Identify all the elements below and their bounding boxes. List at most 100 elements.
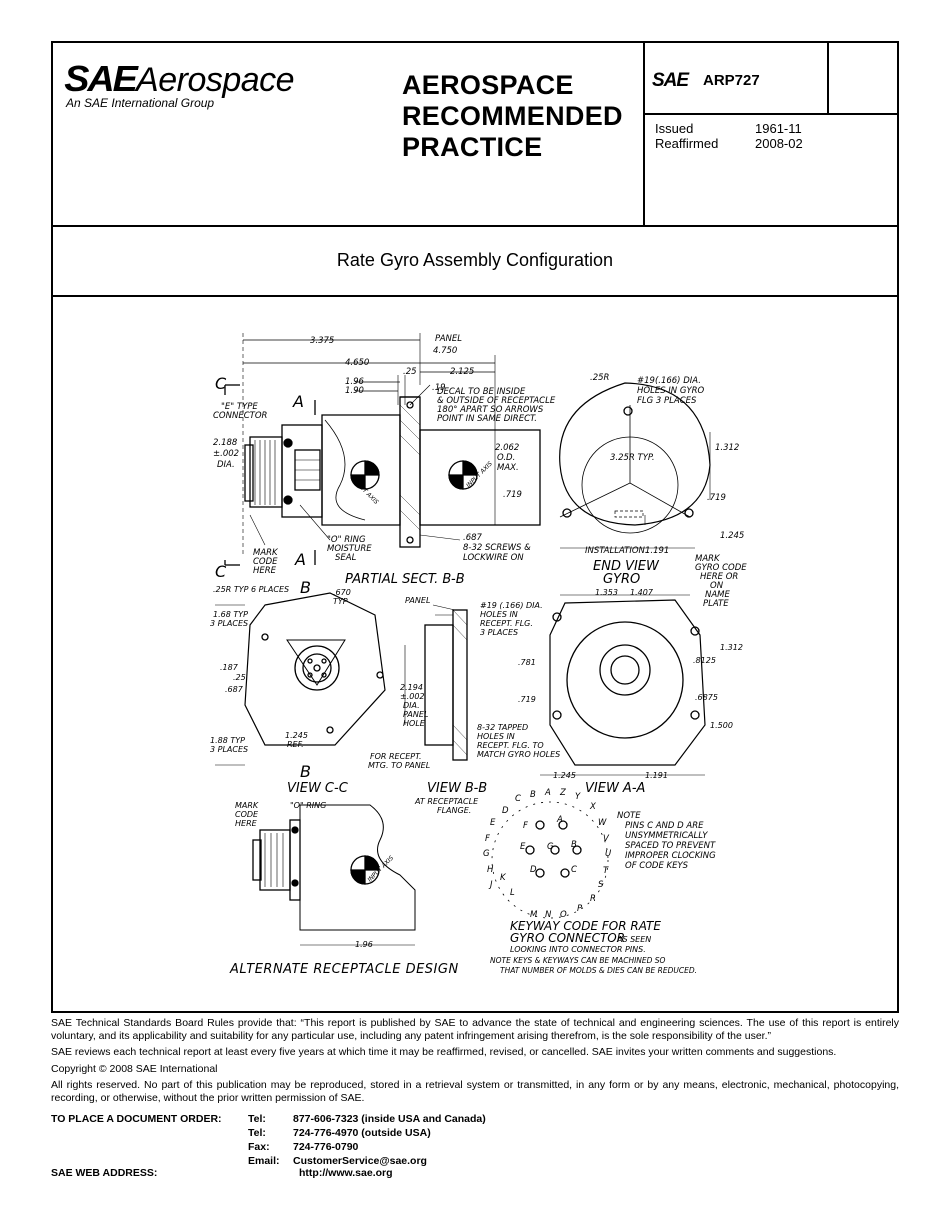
key-z: Z [559,788,566,798]
label-decal-4: POINT IN SAME DIRECT. [437,414,537,424]
dim-2188: 2.188 [213,438,238,448]
alt-dim-196: 1.96 [355,940,373,949]
input-axis-symbol-3 [350,855,380,885]
label-mark-2: MARK [695,554,721,564]
reaffirmed-value: 2008-02 [755,136,803,151]
tel2-label: Tel: [248,1127,266,1139]
dim-3places-aa: 3 PLACES [480,628,518,637]
dim-1245-aa: 1.245 [553,771,576,780]
pin-g: G [547,842,554,852]
keyway-title-3: LOOKING INTO CONNECTOR PINS. [510,945,646,954]
fax-value: 724-776-0790 [293,1141,359,1153]
email-value[interactable]: CustomerService@sae.org [293,1155,427,1167]
label-here-or: HERE OR [700,572,738,582]
issued-value: 1961-11 [755,121,802,136]
sae-aerospace-logo: SAEAerospace An SAE International Group [64,58,294,110]
alt-mark: MARK [235,801,259,810]
pin-b: B [571,840,577,850]
alt-code: CODE [235,810,259,819]
dim-1312: 1.312 [715,443,739,453]
dim-panel-bb-2: PANEL [403,710,428,719]
label-gyro-code: GYRO CODE [695,563,747,573]
dim-holes-in-2: HOLES IN [477,732,515,741]
dim-168: 1.68 TYP [213,610,248,619]
view-bb-sub: AT RECEPTACLE [414,797,479,806]
footer-para-2: SAE reviews each technical report at lea… [51,1046,837,1058]
dim-190: 1.90 [345,386,364,396]
issued-label: Issued [655,121,694,136]
dim-781: .781 [518,658,536,667]
small-logo-text: SAE [652,70,689,91]
dim-for-recept: FOR RECEPT. [370,752,422,761]
key-k: K [500,873,507,883]
label-mark: MARK [253,548,279,558]
alternate-receptacle [252,804,416,946]
order-label: TO PLACE A DOCUMENT ORDER: [51,1113,222,1125]
view-cc [215,592,386,766]
label-decal-1: DECAL TO BE INSIDE [437,387,526,397]
pin-c: C [571,865,577,875]
keyway-note-1: NOTE KEYS & KEYWAYS CAN BE MACHINED SO [490,956,666,965]
dim-dia: DIA. [217,460,235,470]
dim-832-tapped: 8-32 TAPPED [477,723,528,732]
dim-lockwire: 8-32 SCREWS & [463,543,531,553]
key-l: L [510,888,515,898]
reaffirmed-label: Reaffirmed [655,136,719,151]
dim-match-gyro: MATCH GYRO HOLES [477,750,560,759]
dim-2194: 2.194 [400,683,423,692]
dim-1245-ref: 1.245 [285,731,308,740]
key-a: A [544,788,551,798]
dim-flg3: FLG 3 PLACES [637,396,697,406]
label-connector: CONNECTOR [213,411,268,421]
view-bb [404,604,468,761]
key-c: C [515,794,521,804]
label-code: CODE [253,557,278,567]
sae-small-logo: SAE [652,70,689,92]
doc-type-line-2: RECOMMENDED [402,101,623,131]
dim-3pl-2: 3 PLACES [210,745,248,754]
dim-3375: 3.375 [310,336,334,346]
pin-d: D [530,865,537,875]
section-b-bottom: B [300,762,311,781]
document-number: ARP727 [703,72,760,89]
dim-1312-aa: 1.312 [720,643,743,652]
keyway-diagram [491,801,609,919]
label-e-type: "E" TYPE [221,402,258,412]
web-label: SAE WEB ADDRESS: [51,1167,158,1179]
dim-holes-in: HOLES IN [480,610,518,619]
key-u: U [605,849,612,859]
dim-8125: .8125 [693,656,716,665]
web-value[interactable]: http://www.sae.org [299,1167,393,1179]
dim-19dia-aa: #19 (.166) DIA. [480,601,543,610]
tel1-label: Tel: [248,1113,266,1125]
input-axis-symbol-2 [448,460,478,490]
key-h: H [487,865,494,875]
section-b-top: B [300,578,311,597]
dim-19dia: #19(.166) DIA. [637,376,701,386]
header-bottom-rule [51,225,899,227]
keyway-title-2: GYRO CONNECTOR [510,931,625,945]
dim-1500: 1.500 [710,721,733,730]
side-view-text: 3.375 PANEL 4.750 4.650 2.125 .25 1.96 1… [213,334,556,587]
keyway-text: C B A Z Y X W V U T S R P O N M L K J H … [483,788,716,975]
key-j: J [488,880,493,890]
dim-0719: .719 [707,493,726,503]
dim-2125: 2.125 [450,367,474,377]
pin-f: F [523,821,528,831]
dim-1191-aa: 1.191 [645,771,668,780]
footer-para-4: All rights reserved. No part of this pub… [51,1079,899,1104]
key-o: O [560,910,567,920]
end-view-text: .25R #19(.166) DIA. HOLES IN GYRO FLG 3 … [585,373,747,609]
dim-tol-bb: ±.002 [400,692,425,701]
header-divider-3 [643,113,899,115]
keyway-title-2b: AS SEEN [616,935,651,944]
note-line-5: OF CODE KEYS [625,861,689,871]
document-frame [51,41,899,1013]
fax-label: Fax: [248,1141,270,1153]
tel2-value: 724-776-4970 (outside USA) [293,1127,431,1139]
view-cc-text: .25R TYP 6 PLACES .670 TYP 1.68 TYP 3 PL… [210,578,351,796]
dim-1245: 1.191 [645,546,669,556]
header-divider-1 [643,41,645,227]
keyway-note-2: THAT NUMBER OF MOLDS & DIES CAN BE REDUC… [500,966,697,975]
dim-6875: .6875 [695,693,718,702]
